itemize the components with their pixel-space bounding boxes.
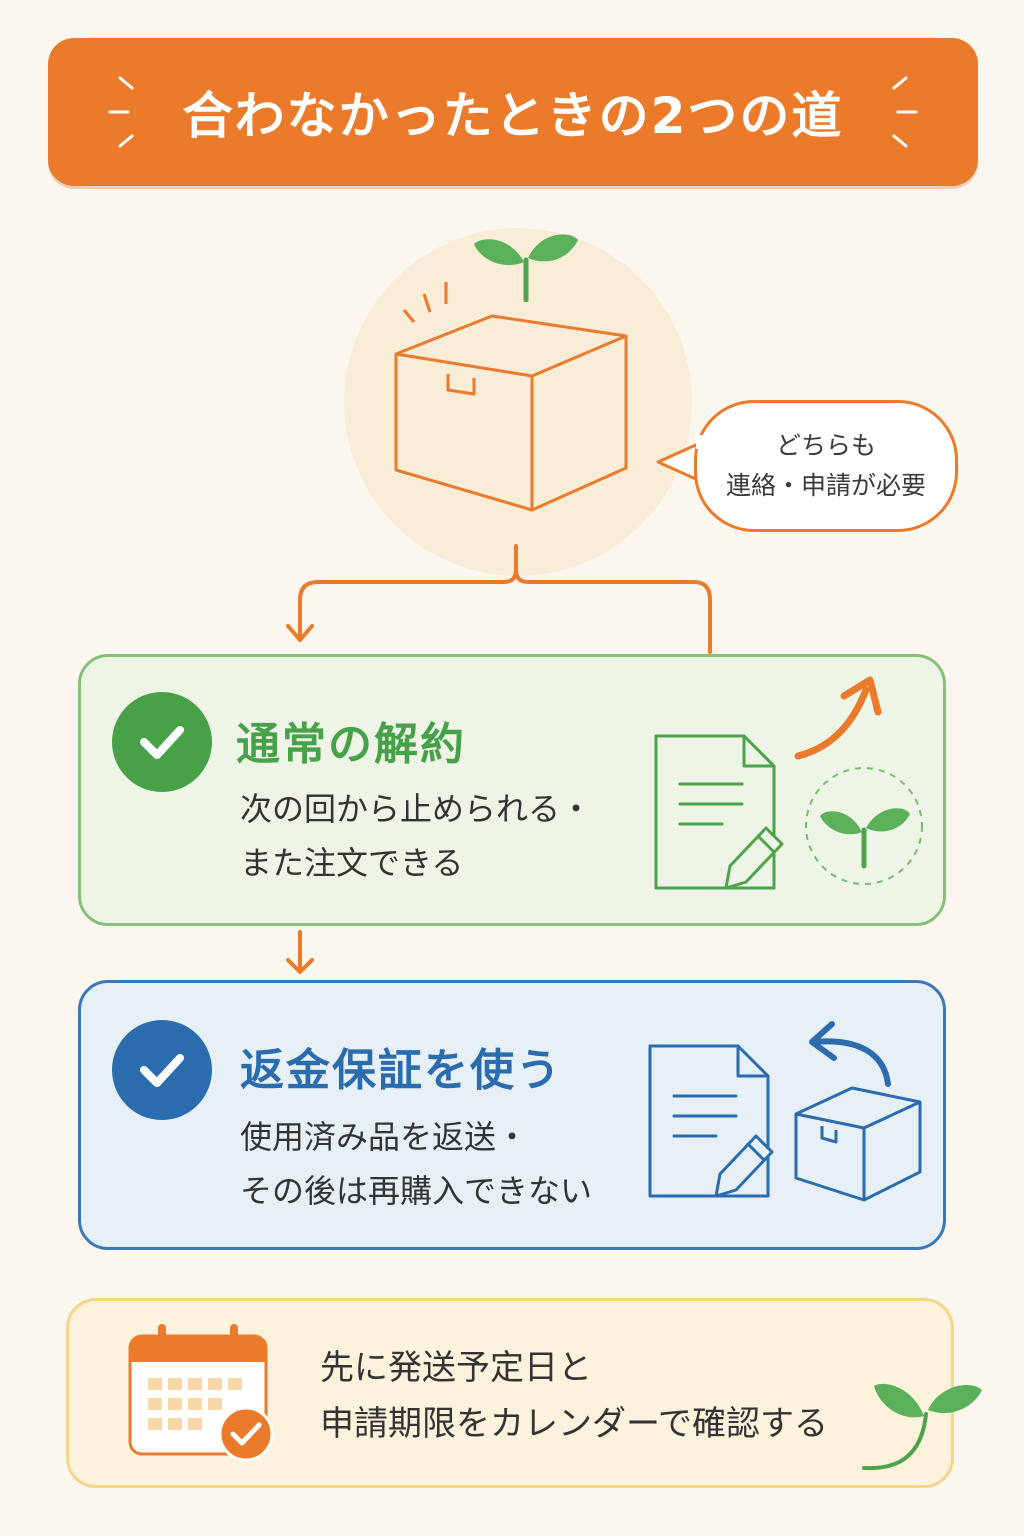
- document-pencil-icon: [648, 1044, 774, 1198]
- card-desc-line-1: 次の回から止められる・: [240, 790, 593, 828]
- document-pencil-icon: [654, 734, 784, 890]
- reminder-line-1: 先に発送予定日と: [320, 1348, 592, 1388]
- bubble-line-2: 連絡・申請が必要: [725, 471, 926, 500]
- card-normal-cancel: [78, 654, 946, 926]
- page-title: 合わなかったときの2つの道: [182, 87, 844, 145]
- bubble-tail: [656, 442, 699, 482]
- speech-bubble: どちらも 連絡・申請が必要: [694, 400, 958, 532]
- card-desc-line-1: 使用済み品を返送・: [240, 1118, 529, 1156]
- return-arrow-icon: [809, 1021, 891, 1087]
- card-title-normal-cancel: 通常の解約: [236, 719, 466, 770]
- header-banner: [48, 38, 978, 186]
- sprout-icon: [474, 234, 578, 302]
- bubble-line-1: どちらも: [775, 431, 876, 460]
- check-icon: [112, 1020, 212, 1120]
- card-desc-line-2: また注文できる: [240, 844, 464, 882]
- banner-sparkles-icon: [108, 76, 918, 148]
- bubble-tail-cover: [696, 435, 704, 449]
- sprout-circle-icon: [805, 767, 923, 885]
- card-desc-normal-cancel: 次の回から止められる・ また注文できる: [240, 782, 592, 890]
- box-icon: [394, 282, 628, 512]
- card-desc-refund-guarantee: 使用済み品を返送・ その後は再購入できない: [240, 1110, 592, 1218]
- box-icon: [794, 1086, 922, 1202]
- arrow-up-right-icon: [794, 676, 882, 760]
- check-icon: [112, 692, 212, 792]
- reminder-line-2: 申請期限をカレンダーで確認する: [320, 1404, 828, 1444]
- hero-background: [344, 228, 692, 576]
- reminder-text: 先に発送予定日と 申請期限をカレンダーで確認する: [320, 1340, 828, 1452]
- card-desc-line-2: その後は再購入できない: [240, 1172, 593, 1210]
- sprout-icon: [862, 1383, 982, 1471]
- flow-connector: [286, 544, 712, 974]
- calendar-check-icon: [128, 1324, 274, 1462]
- card-title-refund-guarantee: 返金保証を使う: [240, 1045, 562, 1096]
